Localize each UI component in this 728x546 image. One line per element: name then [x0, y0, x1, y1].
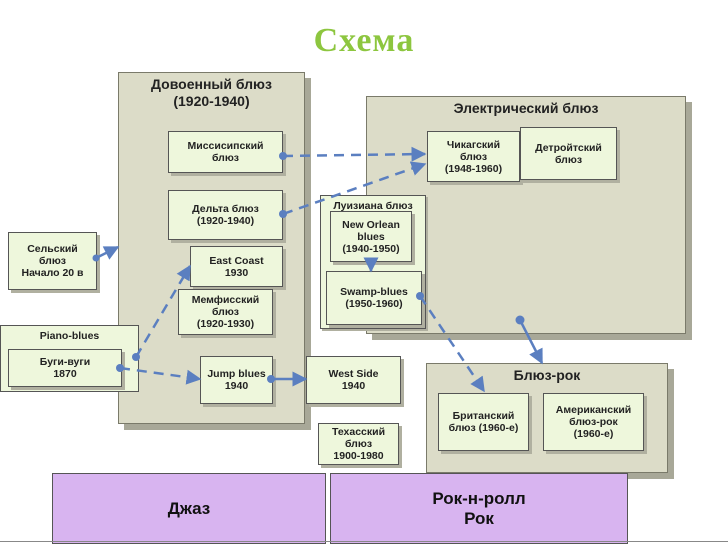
bar-jazz: Джаз: [52, 473, 326, 544]
arrow-swamp-to-british: [418, 295, 486, 393]
node-delta-blues: Дельта блюз (1920-1940): [168, 190, 283, 240]
node-detroit-blues: Детройтский блюз: [520, 127, 617, 180]
node-rural-blues: Сельский блюз Начало 20 в: [8, 232, 97, 290]
arrow-mississippi-to-chicago: [282, 146, 427, 162]
node-new-orlean-blues: New Orlean blues (1940-1950): [330, 211, 412, 262]
bar-rock-n-roll: Рок-н-ролл Рок: [330, 473, 628, 544]
node-east-coast: East Coast 1930: [190, 246, 283, 287]
arrow-boogie-to-jump: [119, 366, 202, 385]
page-title: Схема: [313, 22, 415, 59]
group-piano-blues-title: Piano-blues: [39, 330, 100, 342]
node-swamp-blues: Swamp-blues (1950-1960): [326, 271, 422, 325]
node-american-blues-rock: Американский блюз-рок (1960-е): [543, 393, 644, 451]
node-boogie-woogie: Буги-вуги 1870: [8, 349, 122, 387]
node-memphis-blues: Мемфисский блюз (1920-1930): [178, 289, 273, 335]
arrow-delta-to-chicago: [282, 161, 427, 216]
arrow-boogie-to-eastcoast: [134, 264, 192, 358]
node-mississippi-blues: Миссисипский блюз: [168, 131, 283, 173]
node-texas-blues: Техасский блюз 1900-1980: [318, 423, 399, 465]
node-chicago-blues: Чикагский блюз (1948-1960): [427, 131, 520, 182]
group-electric-blues-title: Электрический блюз: [453, 100, 599, 116]
group-prewar-blues-title: Довоенный блюз (1920-1940): [151, 76, 272, 109]
arrow-rural-to-prewar: [95, 245, 120, 260]
node-west-side: West Side 1940: [306, 356, 401, 404]
group-louisiana-blues-title: Луизиана блюз: [333, 200, 413, 212]
node-british-blues: Британский блюз (1960-е): [438, 393, 529, 451]
arrow-electric-to-bluesrock: [518, 319, 544, 365]
group-blues-rock-title: Блюз-рок: [513, 367, 581, 383]
bottom-rule: [0, 541, 728, 542]
